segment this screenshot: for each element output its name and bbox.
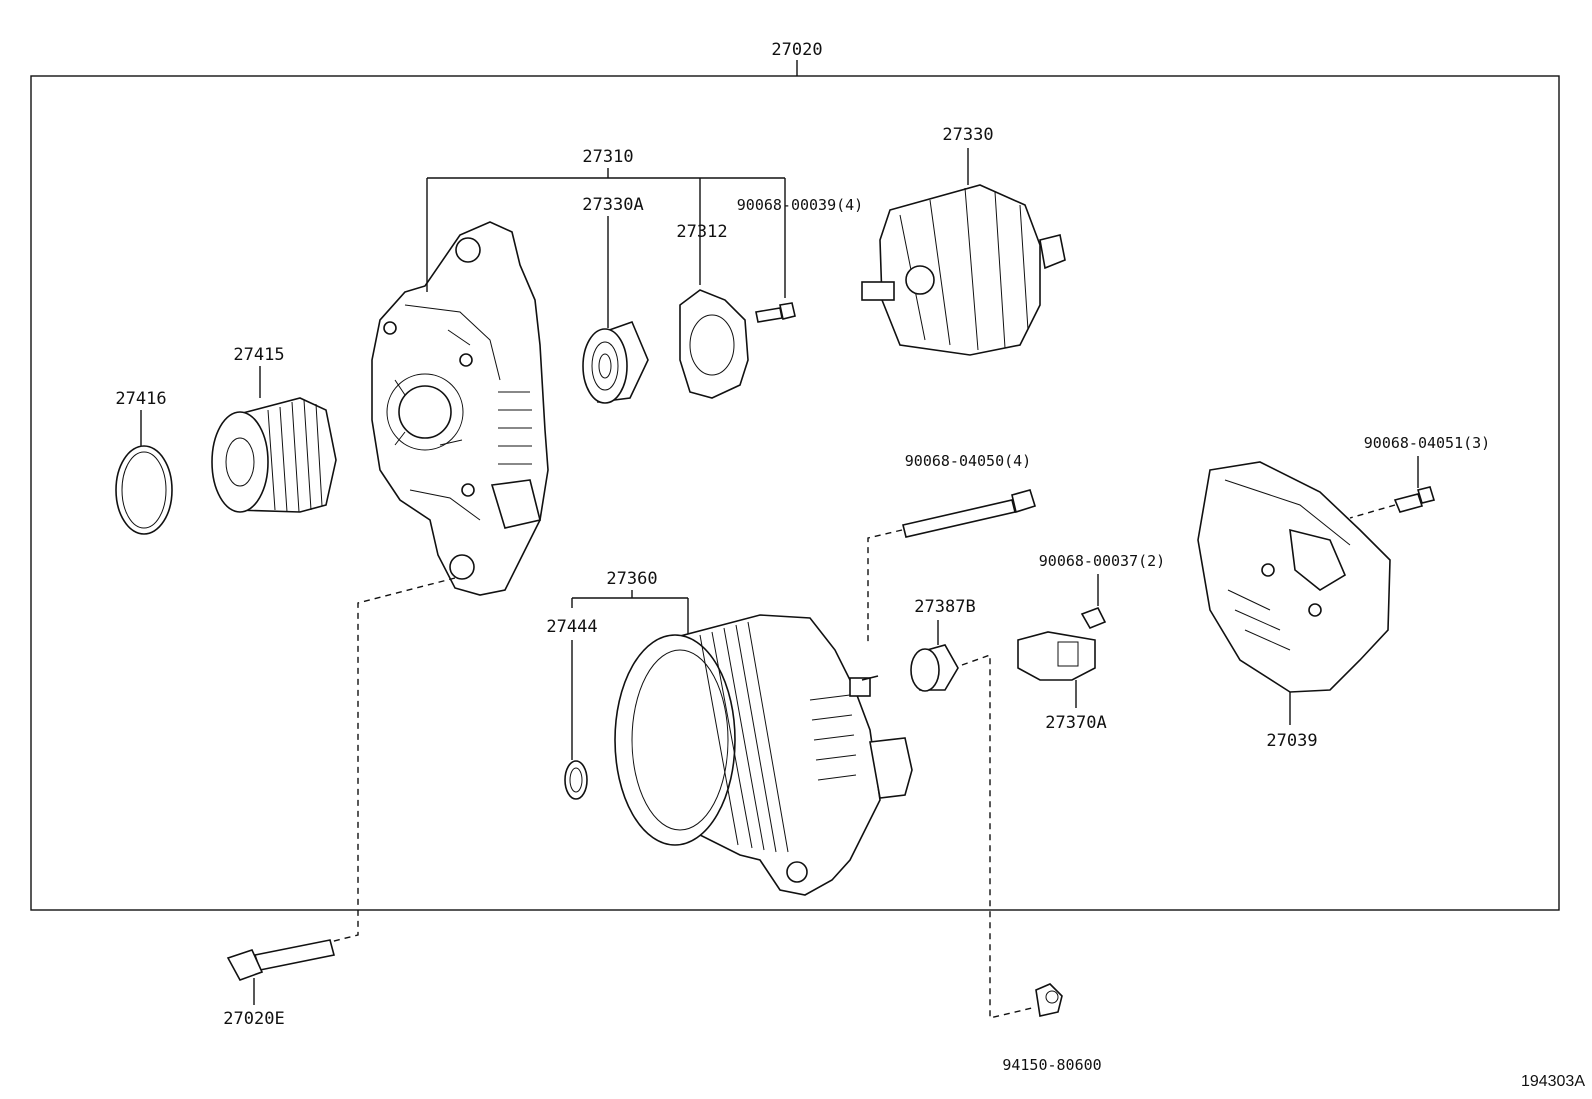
label-bearing: 27330A [582,195,643,215]
label-rear-cover: 27039 [1266,731,1317,751]
pulley [211,397,337,513]
label-stator-ring: 27444 [546,617,597,637]
bearing [582,320,649,404]
assembly-frame [30,75,1560,911]
label-brush-screw: 90068-00037(2) [1039,552,1165,570]
brush-screw [1080,606,1107,630]
retainer-plate [679,289,749,399]
label-brush-holder: 27370A [1045,713,1106,733]
stator-housing [614,614,913,896]
pulley-cap [115,445,173,535]
insulator [910,644,959,692]
rear-cover-bolt [1393,486,1436,513]
label-assembly: 27020 [771,40,822,60]
terminal-nut [1035,983,1063,1017]
mount-bolt [226,939,335,981]
label-pulley: 27415 [233,345,284,365]
label-rotor: 27330 [942,125,993,145]
label-bracket-group: 27310 [582,147,633,167]
label-terminal-nut: 94150-80600 [1002,1056,1101,1074]
label-insulator: 27387B [914,597,975,617]
rear-cover [1197,461,1391,693]
drive-end-frame [371,221,549,596]
label-stator-group: 27360 [606,569,657,589]
label-mount-bolt: 27020E [223,1009,284,1029]
label-through-bolt: 90068-04050(4) [905,452,1031,470]
label-pulley-cap: 27416 [115,389,166,409]
rotor [861,184,1066,356]
through-bolt [902,489,1037,538]
diagram-code: 194303A [1521,1073,1585,1090]
retainer-screw [755,302,796,323]
brush-holder [1017,631,1096,681]
label-retainer: 27312 [676,222,727,242]
stator-ring [564,760,588,800]
label-rear-cover-bolt: 90068-04051(3) [1364,434,1490,452]
label-retainer-screw: 90068-00039(4) [737,196,863,214]
